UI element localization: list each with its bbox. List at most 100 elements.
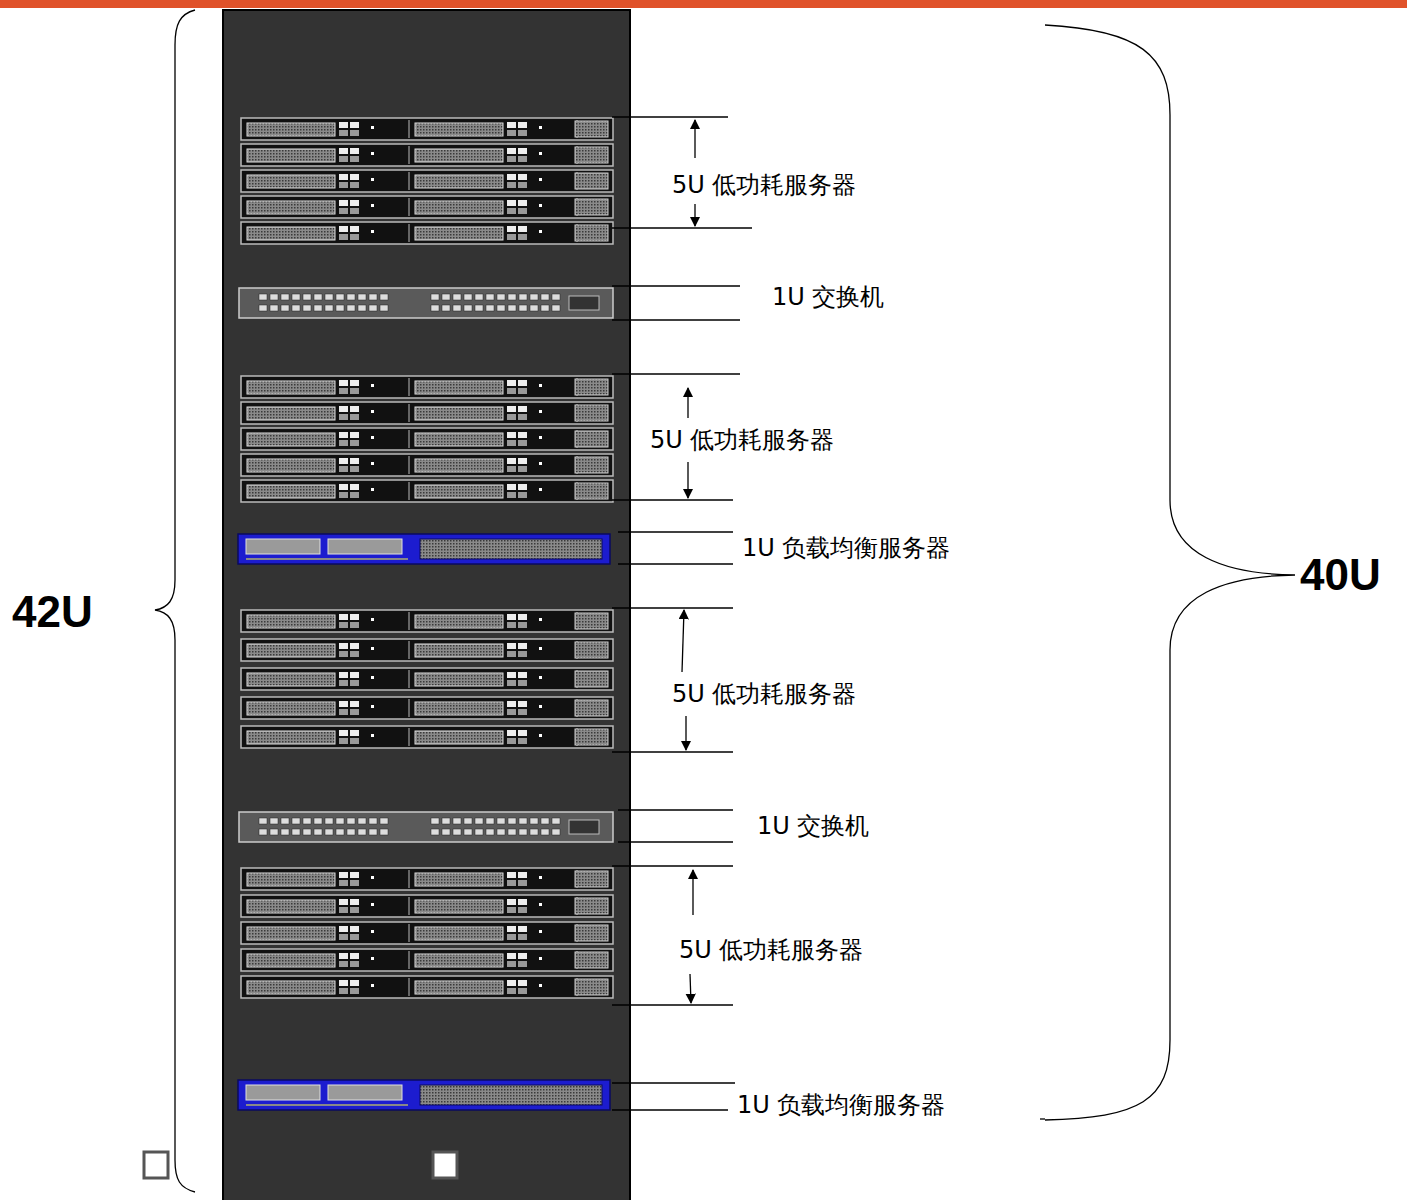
unit-part xyxy=(339,988,348,994)
unit-part xyxy=(507,988,516,994)
unit-part xyxy=(507,701,516,707)
unit-part xyxy=(339,440,348,446)
unit-part xyxy=(507,380,516,386)
unit-part xyxy=(507,730,516,736)
unit-part xyxy=(507,907,516,913)
unit-part xyxy=(575,925,608,941)
unit-part xyxy=(350,492,359,498)
unit-part xyxy=(350,226,359,232)
unit-part xyxy=(371,488,374,491)
server-unit xyxy=(241,222,613,244)
unit-part xyxy=(541,818,549,824)
unit-part xyxy=(486,294,494,300)
unit-part xyxy=(518,953,527,959)
unit-part xyxy=(464,818,472,824)
rack-units xyxy=(238,118,613,1110)
unit-part xyxy=(415,485,503,498)
unit-part xyxy=(270,829,278,835)
unit-part xyxy=(409,897,410,915)
unit-part xyxy=(339,466,348,472)
unit-part xyxy=(518,651,527,657)
unit-part xyxy=(507,148,516,154)
unit-part xyxy=(339,200,348,206)
unit-part xyxy=(518,432,527,438)
unit-part xyxy=(328,539,402,554)
unit-part xyxy=(507,122,516,128)
unit-part xyxy=(497,305,505,311)
unit-part xyxy=(519,829,527,835)
unit-part xyxy=(339,651,348,657)
unit-part xyxy=(518,672,527,678)
unit-part xyxy=(518,899,527,905)
server-unit xyxy=(241,428,613,450)
unit-part xyxy=(552,305,560,311)
unit-part xyxy=(371,126,374,129)
unit-part xyxy=(518,388,527,394)
unit-part xyxy=(415,927,503,940)
unit-part xyxy=(314,829,322,835)
leader-lines xyxy=(612,117,1045,1119)
unit-part xyxy=(539,930,542,933)
unit-part xyxy=(339,432,348,438)
unit-part xyxy=(336,294,344,300)
unit-part xyxy=(575,121,608,137)
unit-part xyxy=(281,294,289,300)
server-unit xyxy=(241,610,613,632)
unit-part xyxy=(358,829,366,835)
unit-part xyxy=(575,613,608,629)
load-balancer-unit xyxy=(238,534,610,564)
unit-part xyxy=(371,647,374,650)
unit-part xyxy=(339,380,348,386)
unit-part xyxy=(247,485,335,498)
unit-part xyxy=(507,388,516,394)
unit-part xyxy=(539,462,542,465)
unit-part xyxy=(350,208,359,214)
unit-part xyxy=(350,980,359,986)
unit-part xyxy=(518,738,527,744)
unit-part xyxy=(339,980,348,986)
unit-part xyxy=(350,414,359,420)
unit-part xyxy=(339,907,348,913)
unit-part xyxy=(350,458,359,464)
unit-part xyxy=(350,953,359,959)
unit-part xyxy=(539,178,542,181)
unit-part xyxy=(475,305,483,311)
unit-part xyxy=(518,466,527,472)
unit-part xyxy=(518,709,527,715)
unit-part xyxy=(371,676,374,679)
unit-part xyxy=(409,870,410,888)
unit-part xyxy=(442,305,450,311)
unit-part xyxy=(247,702,335,715)
unit-part xyxy=(350,380,359,386)
unit-part xyxy=(518,122,527,128)
unit-part xyxy=(247,873,335,886)
unit-part xyxy=(518,156,527,162)
unit-part xyxy=(518,440,527,446)
unit-part xyxy=(575,147,608,163)
unit-part xyxy=(292,829,300,835)
dimension-label: 42U xyxy=(10,587,95,638)
unit-part xyxy=(507,130,516,136)
unit-part xyxy=(539,957,542,960)
unit-part xyxy=(371,734,374,737)
unit-part xyxy=(415,731,503,744)
unit-part xyxy=(247,644,335,657)
unit-part xyxy=(507,926,516,932)
unit-part xyxy=(270,818,278,824)
unit-part xyxy=(519,818,527,824)
unit-part xyxy=(347,305,355,311)
unit-part xyxy=(339,738,348,744)
unit-part xyxy=(415,900,503,913)
unit-part xyxy=(339,709,348,715)
unit-part xyxy=(507,614,516,620)
unit-part xyxy=(475,294,483,300)
unit-part xyxy=(292,305,300,311)
unit-part xyxy=(507,414,516,420)
unit-part xyxy=(339,122,348,128)
unit-part xyxy=(339,643,348,649)
unit-part xyxy=(339,226,348,232)
server-unit xyxy=(241,118,613,140)
unit-part xyxy=(281,305,289,311)
rack-cabinet xyxy=(223,10,630,1200)
unit-part xyxy=(350,988,359,994)
